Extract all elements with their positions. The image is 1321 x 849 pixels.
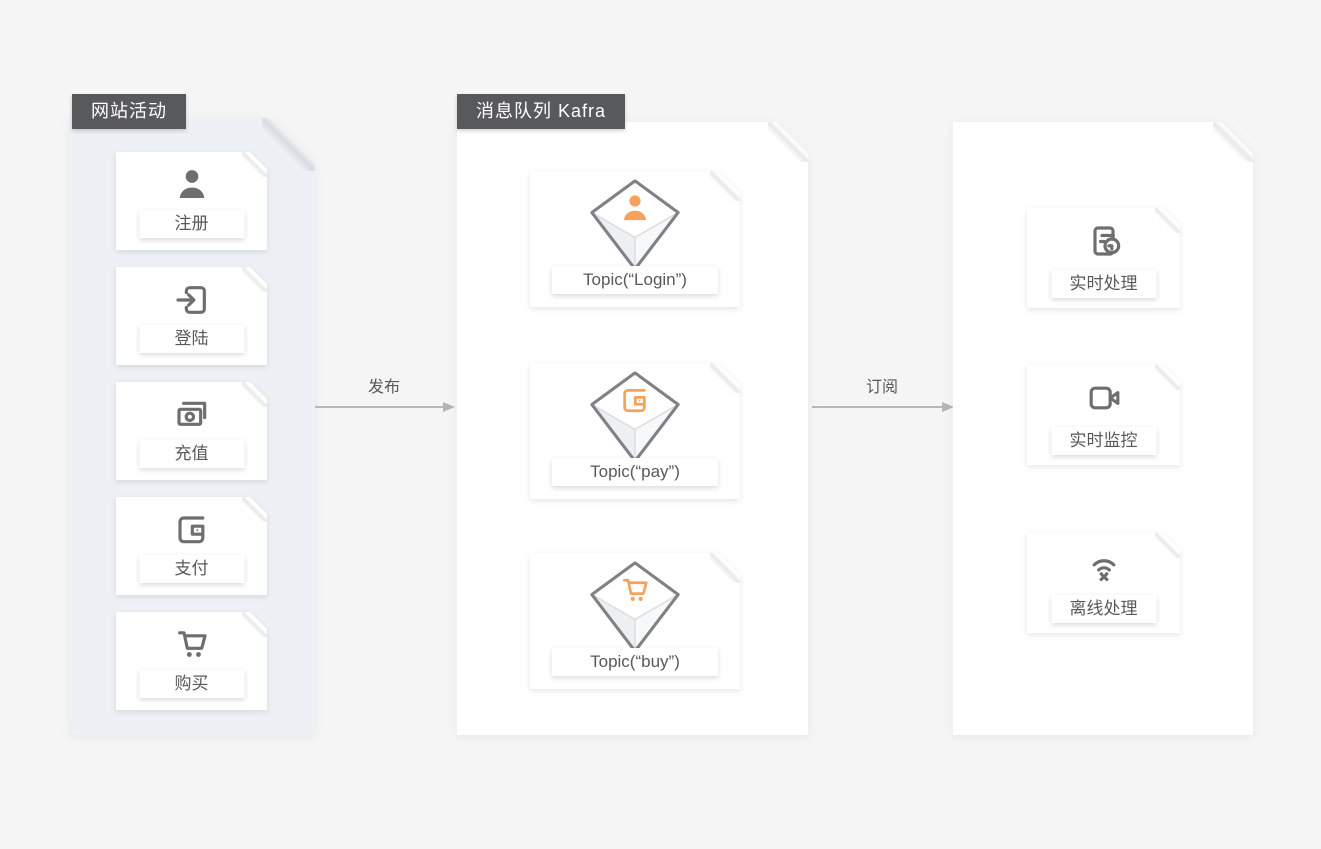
topic-label: Topic(“pay”)	[552, 458, 718, 486]
cart-icon	[172, 625, 212, 665]
activity-label: 支付	[139, 555, 244, 583]
cart-box-icon	[587, 561, 683, 653]
middle-panel-title: 消息队列 Kafra	[457, 94, 626, 129]
arrow-line	[812, 406, 952, 408]
wallet-box-icon	[587, 371, 683, 463]
activity-label: 登陆	[139, 325, 244, 353]
subscribe-arrow-label: 订阅	[865, 379, 898, 396]
activity-label: 购买	[139, 670, 244, 698]
publish-arrow: 发布	[315, 373, 455, 415]
publish-arrow-label: 发布	[367, 379, 400, 396]
topic-label: Topic(“Login”)	[552, 266, 718, 294]
panel-fold	[262, 118, 315, 171]
panel-fold	[1213, 122, 1253, 162]
consumer-label: 实时监控	[1051, 427, 1156, 455]
topic-label: Topic(“buy”)	[552, 648, 718, 676]
activity-label: 充值	[139, 440, 244, 468]
wallet-icon	[172, 510, 212, 550]
arrow-head-icon	[942, 401, 954, 412]
subscribe-arrow: 订阅	[812, 373, 954, 415]
recharge-icon	[172, 395, 212, 435]
login-icon	[172, 280, 212, 320]
left-panel-title: 网站活动	[72, 94, 186, 129]
arrow-line	[315, 406, 453, 408]
arrow-head-icon	[443, 401, 455, 412]
panel-fold	[768, 122, 808, 162]
wifi-off-icon	[1084, 546, 1124, 586]
consumer-label: 实时处理	[1051, 270, 1156, 298]
activity-label: 注册	[139, 210, 244, 238]
user-icon	[172, 165, 212, 205]
doc-clock-icon	[1084, 221, 1124, 261]
user-box-icon	[587, 179, 683, 271]
video-camera-icon	[1084, 378, 1124, 418]
consumer-label: 离线处理	[1051, 595, 1156, 623]
